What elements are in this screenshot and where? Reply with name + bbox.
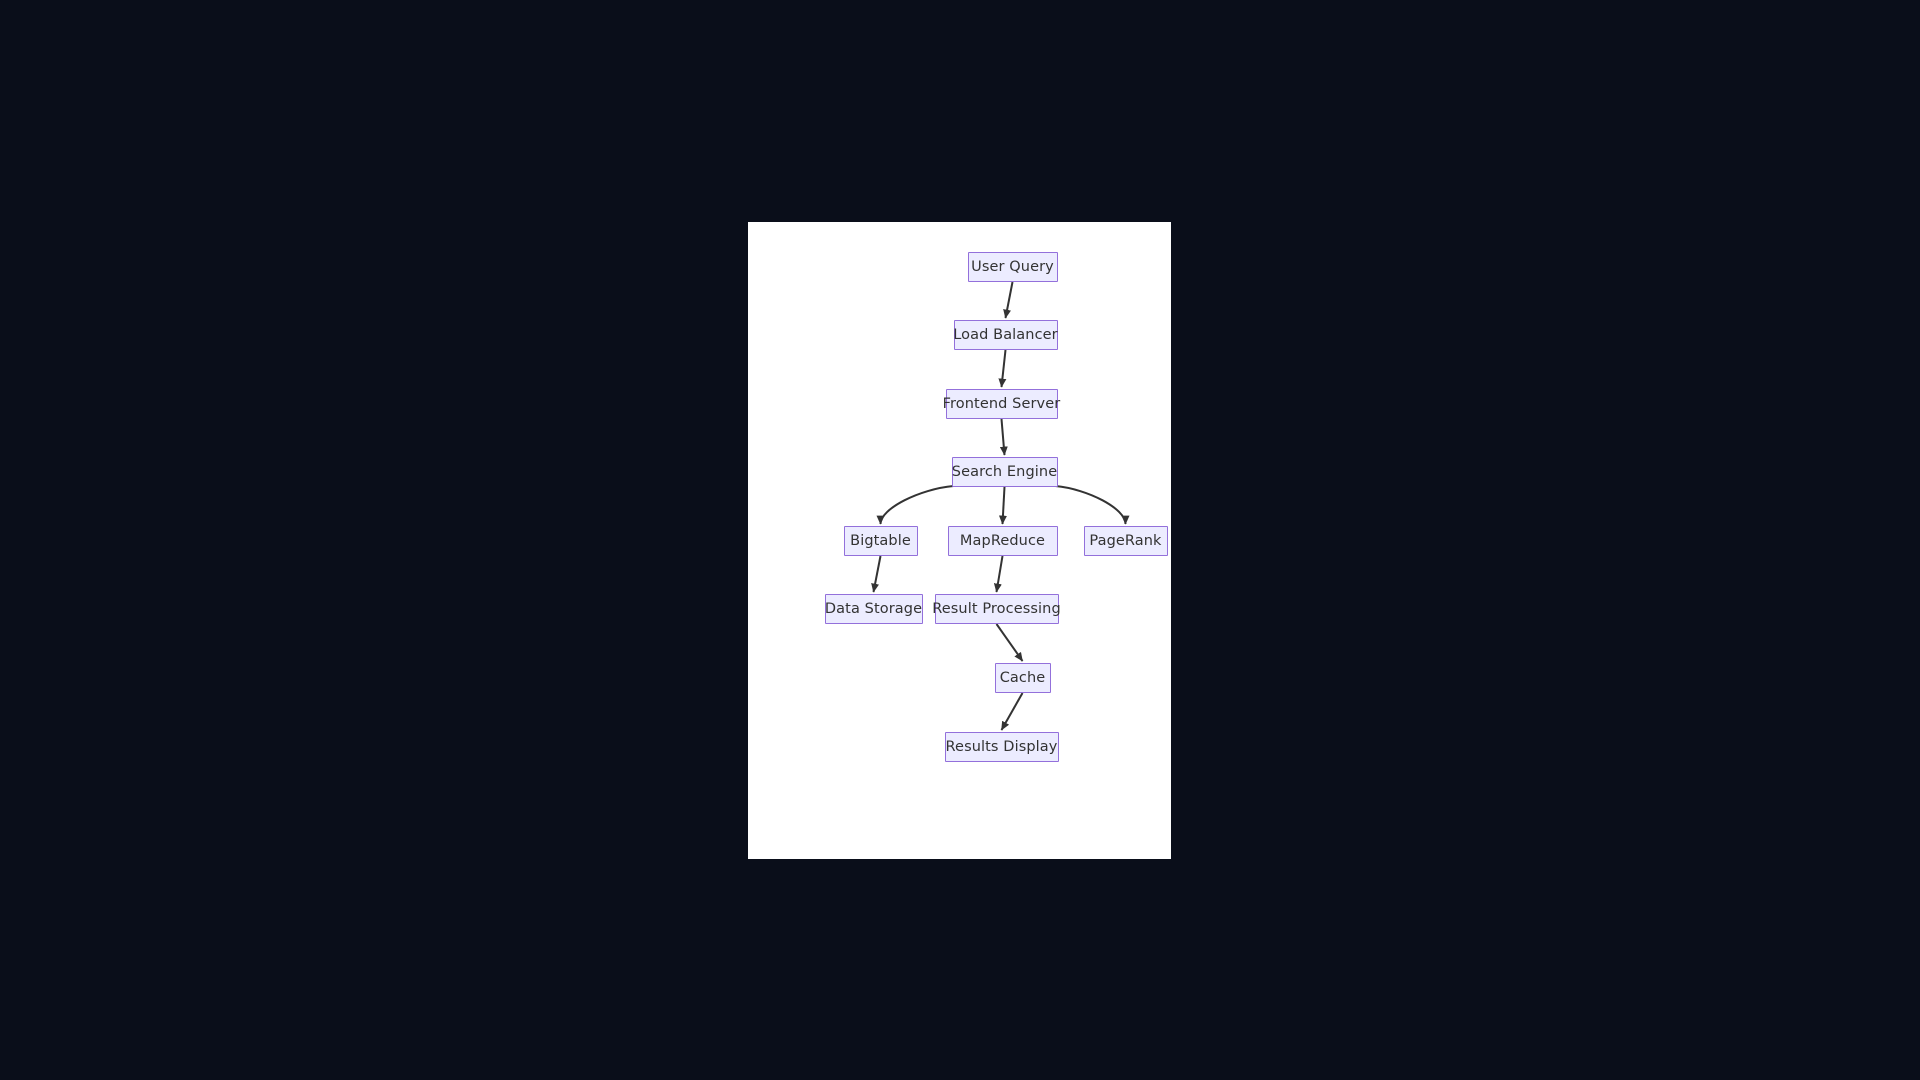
flowchart-edge-search_engine-to-bigtable xyxy=(876,485,954,525)
flowchart-node-result_processing[interactable]: Result Processing xyxy=(932,594,1061,624)
flowchart-node-label: PageRank xyxy=(1089,532,1162,549)
flowchart-node-load_balancer[interactable]: Load Balancer xyxy=(953,320,1058,350)
flowchart-edge-user_query-to-load_balancer xyxy=(1003,281,1014,319)
flowchart-node-label: Result Processing xyxy=(932,600,1061,617)
flowchart-node-label: Frontend Server xyxy=(942,395,1061,412)
flowchart-node-user_query[interactable]: User Query xyxy=(967,252,1058,282)
flowchart-node-label: Load Balancer xyxy=(953,326,1058,343)
flowchart-edge-frontend_server-to-search_engine xyxy=(999,418,1008,456)
flowchart-node-cache[interactable]: Cache xyxy=(994,663,1051,693)
flowchart-node-mapreduce[interactable]: MapReduce xyxy=(947,526,1058,556)
flowchart-edge-search_engine-to-mapreduce xyxy=(998,486,1007,525)
flowchart-edge-mapreduce-to-result_processing xyxy=(993,555,1004,593)
flowchart-edge-load_balancer-to-frontend_server xyxy=(998,349,1007,388)
flowchart-node-results_display[interactable]: Results Display xyxy=(944,732,1059,762)
flowchart-node-pagerank[interactable]: PageRank xyxy=(1083,526,1168,556)
flowchart-node-label: MapReduce xyxy=(959,532,1046,549)
flowchart-edge-cache-to-results_display xyxy=(1000,692,1024,731)
flowchart-node-label: Search Engine xyxy=(951,463,1058,480)
flowchart-node-search_engine[interactable]: Search Engine xyxy=(951,457,1058,487)
flowchart-node-label: Cache xyxy=(999,669,1046,686)
flowchart-node-label: User Query xyxy=(971,258,1054,275)
flowchart-edge-search_engine-to-pagerank xyxy=(1055,485,1130,525)
flowchart-edge-bigtable-to-data_storage xyxy=(871,555,882,593)
flowchart-node-bigtable[interactable]: Bigtable xyxy=(843,526,918,556)
flowchart-node-data_storage[interactable]: Data Storage xyxy=(824,594,923,624)
flowchart-node-label: Bigtable xyxy=(850,532,911,549)
flowchart-node-frontend_server[interactable]: Frontend Server xyxy=(942,389,1061,419)
flowchart-node-label: Results Display xyxy=(945,738,1058,755)
flowchart-edge-result_processing-to-cache xyxy=(995,623,1024,662)
flowchart-node-label: Data Storage xyxy=(824,600,923,617)
